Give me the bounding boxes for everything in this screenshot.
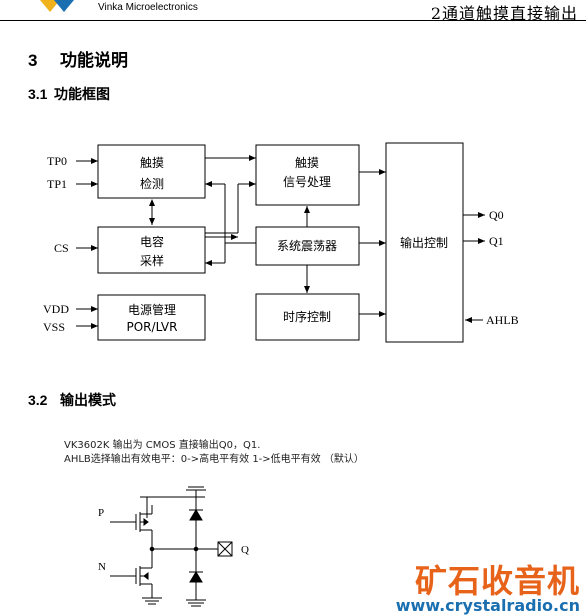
section-title: 功能说明 — [60, 51, 128, 70]
output-desc-line1: VK3602K 输出为 CMOS 直接输出Q0，Q1. — [64, 440, 261, 451]
subsection-heading-output-mode: 3.2 输出模式 — [28, 390, 116, 410]
label-power-1: 电源管理 — [128, 302, 176, 317]
section-heading: 3 功能说明 — [28, 46, 128, 71]
pin-cs: CS — [54, 241, 69, 255]
subsection-title: 功能框图 — [54, 86, 110, 102]
label-oscillator: 系统震荡器 — [277, 239, 337, 253]
circuit-label-q: Q — [241, 544, 249, 556]
circuit-label-p: P — [98, 507, 104, 519]
label-touch-detect-1: 触摸 — [140, 156, 164, 170]
box-power — [97, 294, 206, 341]
box-timing — [255, 293, 360, 341]
label-touch-detect-2: 检测 — [140, 176, 164, 191]
label-timing: 时序控制 — [283, 309, 331, 324]
box-touch-detect — [97, 144, 206, 199]
cmos-output-circuit: P N Q — [98, 486, 249, 607]
pin-vss: VSS — [43, 320, 65, 334]
pin-q1: Q1 — [489, 234, 504, 248]
company-logo — [40, 0, 74, 12]
box-signal-proc — [255, 144, 360, 206]
subsection-heading-block-diagram: 3.1 功能框图 — [28, 84, 110, 104]
section-number: 3 — [28, 51, 38, 70]
pin-q0: Q0 — [489, 208, 504, 222]
watermark-url: www.crystalradio.cn — [395, 596, 580, 615]
subsection-number: 3.1 — [28, 86, 48, 102]
pin-ahlb: AHLB — [486, 313, 519, 327]
label-cap-sample-2: 采样 — [140, 253, 164, 268]
watermark-cn: 矿石收音机 — [414, 562, 580, 600]
box-cap-sample — [97, 226, 206, 274]
header-divider — [0, 20, 586, 21]
subsection-title: 输出模式 — [60, 392, 116, 408]
header-doc-title: 2通道触摸直接输出 — [430, 4, 578, 23]
header-company: Vinka Microelectronics — [98, 2, 198, 13]
label-power-2: POR/LVR — [127, 320, 178, 334]
pin-vdd: VDD — [43, 302, 69, 316]
pin-tp1: TP1 — [47, 177, 67, 191]
label-signal-proc-1: 触摸 — [295, 156, 319, 170]
circuit-label-n: N — [98, 561, 106, 573]
block-diagram: 触摸 检测 电容 采样 电源管理 POR/LVR 触摸 信号处理 系统震荡器 时… — [43, 142, 519, 343]
subsection-number: 3.2 — [28, 392, 48, 408]
output-desc-line2: AHLB选择输出有效电平：0->高电平有效 1->低电平有效 （默认） — [64, 454, 364, 465]
label-signal-proc-2: 信号处理 — [283, 175, 331, 189]
label-output-ctrl: 输出控制 — [400, 235, 448, 250]
label-cap-sample-1: 电容 — [140, 234, 164, 249]
pin-tp0: TP0 — [47, 154, 67, 168]
